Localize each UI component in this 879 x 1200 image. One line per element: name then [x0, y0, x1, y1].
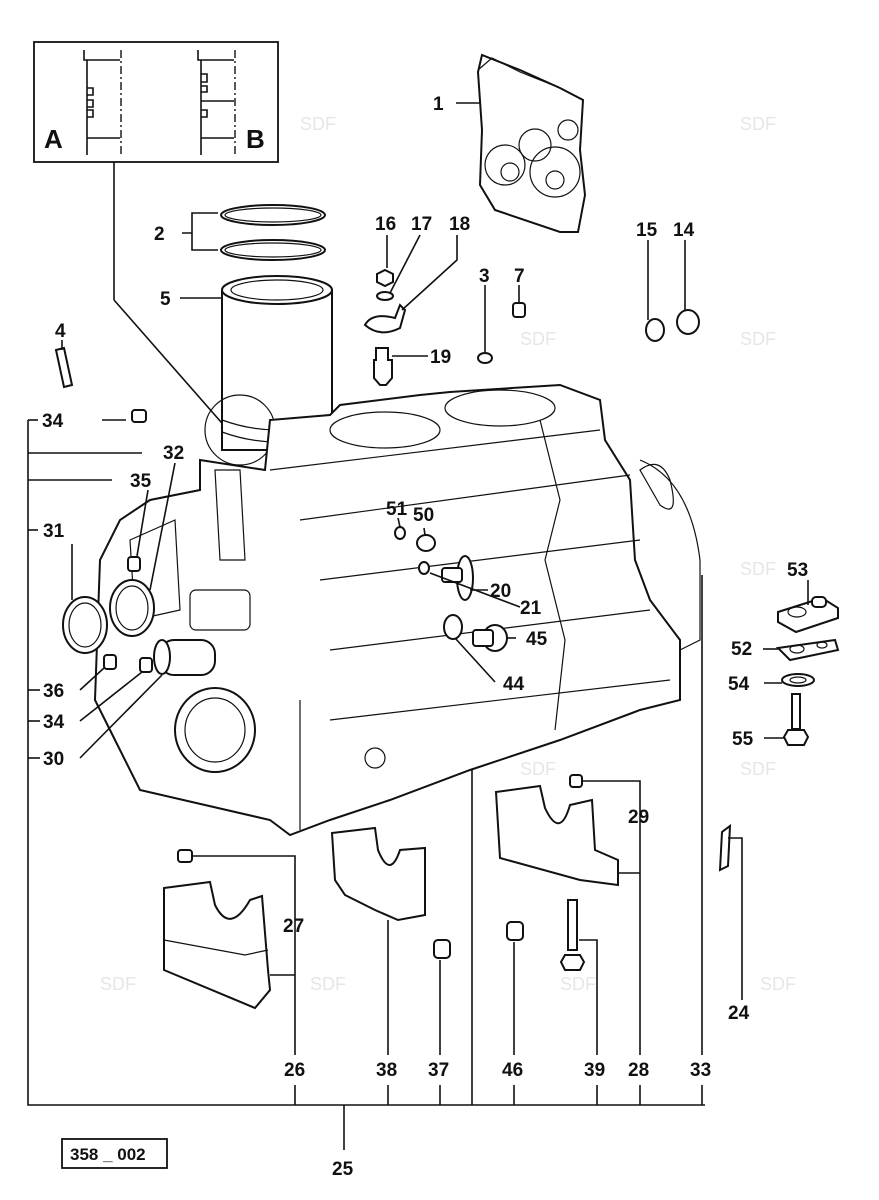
piston-rings	[220, 204, 326, 261]
callout-34-top[interactable]: 34	[42, 411, 64, 432]
callout-7[interactable]: 7	[514, 266, 525, 287]
plug-37	[433, 939, 451, 959]
union-19	[373, 347, 393, 386]
callout-27[interactable]: 27	[283, 916, 304, 937]
dowel-27	[177, 849, 193, 863]
callout-55[interactable]: 55	[732, 729, 754, 750]
bush-7	[512, 302, 526, 318]
callout-34-bottom[interactable]: 34	[43, 712, 65, 733]
watermark: SDF	[310, 974, 346, 994]
callout-52[interactable]: 52	[731, 639, 752, 660]
callout-21[interactable]: 21	[520, 598, 542, 619]
detail-inset: A B	[33, 41, 279, 431]
key-24	[718, 823, 732, 872]
callout-29[interactable]: 29	[628, 807, 649, 828]
ring-15	[645, 318, 665, 342]
callout-16[interactable]: 16	[375, 214, 396, 235]
callout-39[interactable]: 39	[584, 1060, 605, 1081]
callout-44[interactable]: 44	[503, 674, 525, 695]
watermark: SDF	[740, 559, 776, 579]
watermarks: SDF SDF SDF SDF SDF SDF SDF SDF SDF SDF …	[100, 114, 796, 994]
inset-label-a: A	[44, 124, 63, 154]
washer-17	[376, 291, 394, 301]
leader-lines	[27, 102, 809, 1150]
watermark: SDF	[740, 114, 776, 134]
callout-18[interactable]: 18	[449, 214, 470, 235]
watermark: SDF	[100, 974, 136, 994]
pipe-18	[363, 303, 407, 334]
stud-4	[54, 346, 74, 389]
callout-37[interactable]: 37	[428, 1060, 449, 1081]
washer-21	[418, 561, 430, 575]
bolt-39-head	[559, 954, 586, 971]
callout-labels: 1 2 3 4 5 7 14 15 16 17 18 19 20 21 24 2…	[42, 94, 808, 1180]
callout-25[interactable]: 25	[332, 1159, 354, 1180]
plug-34-top	[131, 409, 147, 423]
bolt-55	[791, 693, 801, 730]
callout-35[interactable]: 35	[130, 471, 152, 492]
watermark: SDF	[300, 114, 336, 134]
watermark: SDF	[520, 759, 556, 779]
callout-2[interactable]: 2	[154, 224, 165, 245]
callout-4[interactable]: 4	[55, 321, 66, 342]
callout-45[interactable]: 45	[526, 629, 548, 650]
callout-5[interactable]: 5	[160, 289, 171, 310]
watermark: SDF	[740, 759, 776, 779]
callout-14[interactable]: 14	[673, 220, 695, 241]
callout-36[interactable]: 36	[43, 681, 64, 702]
callout-53[interactable]: 53	[787, 560, 808, 581]
engine-block	[93, 383, 701, 837]
callout-38[interactable]: 38	[376, 1060, 397, 1081]
bearing-cap-28	[494, 784, 619, 887]
watermark: SDF	[560, 974, 596, 994]
reference-code-box: 358 _ 002	[61, 1138, 168, 1169]
callout-54[interactable]: 54	[728, 674, 750, 695]
cover-parts	[775, 596, 840, 746]
callout-33[interactable]: 33	[690, 1060, 711, 1081]
callout-51[interactable]: 51	[386, 499, 408, 520]
callout-20[interactable]: 20	[490, 581, 511, 602]
callout-17[interactable]: 17	[411, 214, 432, 235]
nut-3	[477, 352, 493, 364]
gasket-52	[775, 638, 840, 662]
gasket-kit-bag	[476, 53, 587, 233]
left-bushings	[62, 556, 216, 676]
dowel-29	[569, 774, 583, 788]
callout-31[interactable]: 31	[43, 521, 65, 542]
reference-code: 358 _ 002	[70, 1145, 146, 1164]
nut-16	[376, 268, 394, 288]
plug-14	[676, 309, 700, 335]
plug-50	[416, 534, 436, 552]
washer-51	[394, 526, 406, 540]
callout-19[interactable]: 19	[430, 347, 451, 368]
watermark: SDF	[760, 974, 796, 994]
callout-46[interactable]: 46	[502, 1060, 523, 1081]
callout-28[interactable]: 28	[628, 1060, 649, 1081]
plug-46	[506, 921, 524, 941]
callout-30[interactable]: 30	[43, 749, 64, 770]
callout-24[interactable]: 24	[728, 1003, 750, 1024]
inset-label-b: B	[246, 124, 265, 154]
callout-50[interactable]: 50	[413, 505, 434, 526]
main-bearing-caps	[163, 774, 732, 1010]
bolt-39-shank	[567, 899, 578, 951]
washer-54	[781, 673, 815, 687]
callout-1[interactable]: 1	[433, 94, 444, 115]
bearing-cap-26	[163, 880, 272, 1010]
bearing-cap-38	[330, 826, 426, 922]
watermark: SDF	[520, 329, 556, 349]
washer-44	[443, 614, 463, 640]
callout-15[interactable]: 15	[636, 220, 658, 241]
callout-32[interactable]: 32	[163, 443, 184, 464]
callout-3[interactable]: 3	[479, 266, 490, 287]
small-parts	[54, 268, 700, 652]
watermark: SDF	[740, 329, 776, 349]
callout-26[interactable]: 26	[284, 1060, 305, 1081]
